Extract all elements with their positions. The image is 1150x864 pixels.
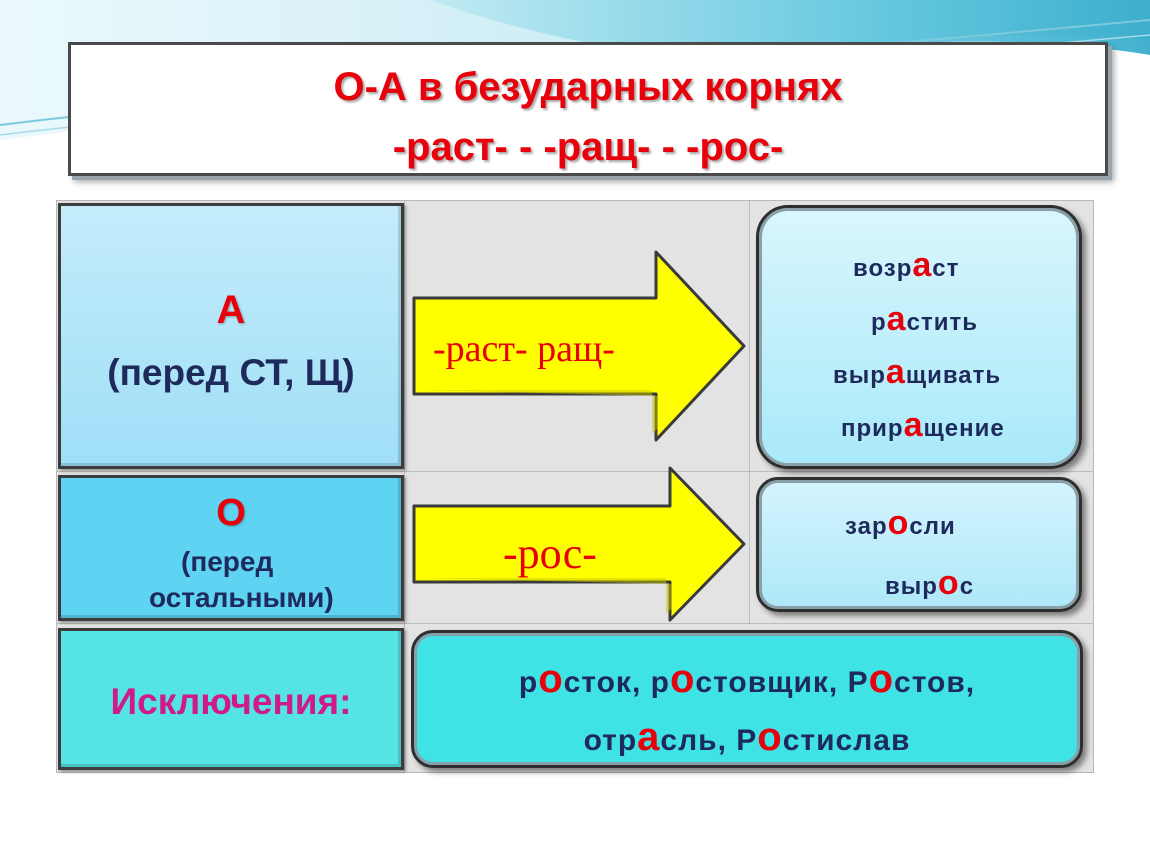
exceptions-cell: Исключения: bbox=[58, 628, 404, 770]
rule-o-condition-line1: (перед bbox=[181, 546, 274, 577]
table-divider bbox=[56, 623, 1094, 624]
rule-o-letter: О bbox=[216, 492, 246, 534]
arrow-right-icon bbox=[412, 250, 746, 442]
page-subtitle: -раст- - -ращ- - -рос- bbox=[392, 125, 784, 169]
example-word: вырос bbox=[885, 564, 975, 602]
rule-a-condition: (перед СТ, Щ) bbox=[107, 352, 355, 393]
arrow-label-a: -раст- ращ- bbox=[433, 328, 615, 370]
exceptions-label: Исключения: bbox=[110, 681, 352, 722]
table-divider bbox=[749, 200, 750, 623]
examples-o-box: заросли вырос bbox=[756, 477, 1082, 612]
rule-a-cell: А (перед СТ, Щ) bbox=[58, 203, 404, 469]
rule-a-letter: А bbox=[216, 288, 246, 332]
table-divider bbox=[404, 200, 405, 773]
example-word: возраст bbox=[853, 246, 960, 284]
arrow-right-icon bbox=[412, 466, 746, 622]
arrow-label-o: -рос- bbox=[503, 529, 597, 578]
example-word: приращение bbox=[841, 406, 1005, 444]
exceptions-line1: росток, ростовщик, Ростов, bbox=[518, 657, 976, 701]
example-word: растить bbox=[871, 300, 978, 338]
table-divider bbox=[56, 471, 1094, 472]
examples-a-box: возраст растить выращивать приращение bbox=[756, 205, 1082, 469]
exceptions-box: росток, ростовщик, Ростов, отрасль, Рост… bbox=[411, 630, 1083, 768]
title-box: О-А в безударных корнях -раст- - -ращ- -… bbox=[68, 42, 1108, 176]
rule-o-condition-line2: остальными) bbox=[149, 582, 334, 613]
exceptions-line2: отрасль, Ростислав bbox=[583, 715, 911, 759]
example-word: выращивать bbox=[833, 353, 1002, 391]
rule-o-cell: О (перед остальными) bbox=[58, 475, 404, 621]
page-title: О-А в безударных корнях bbox=[333, 65, 843, 109]
example-word: заросли bbox=[845, 504, 956, 542]
